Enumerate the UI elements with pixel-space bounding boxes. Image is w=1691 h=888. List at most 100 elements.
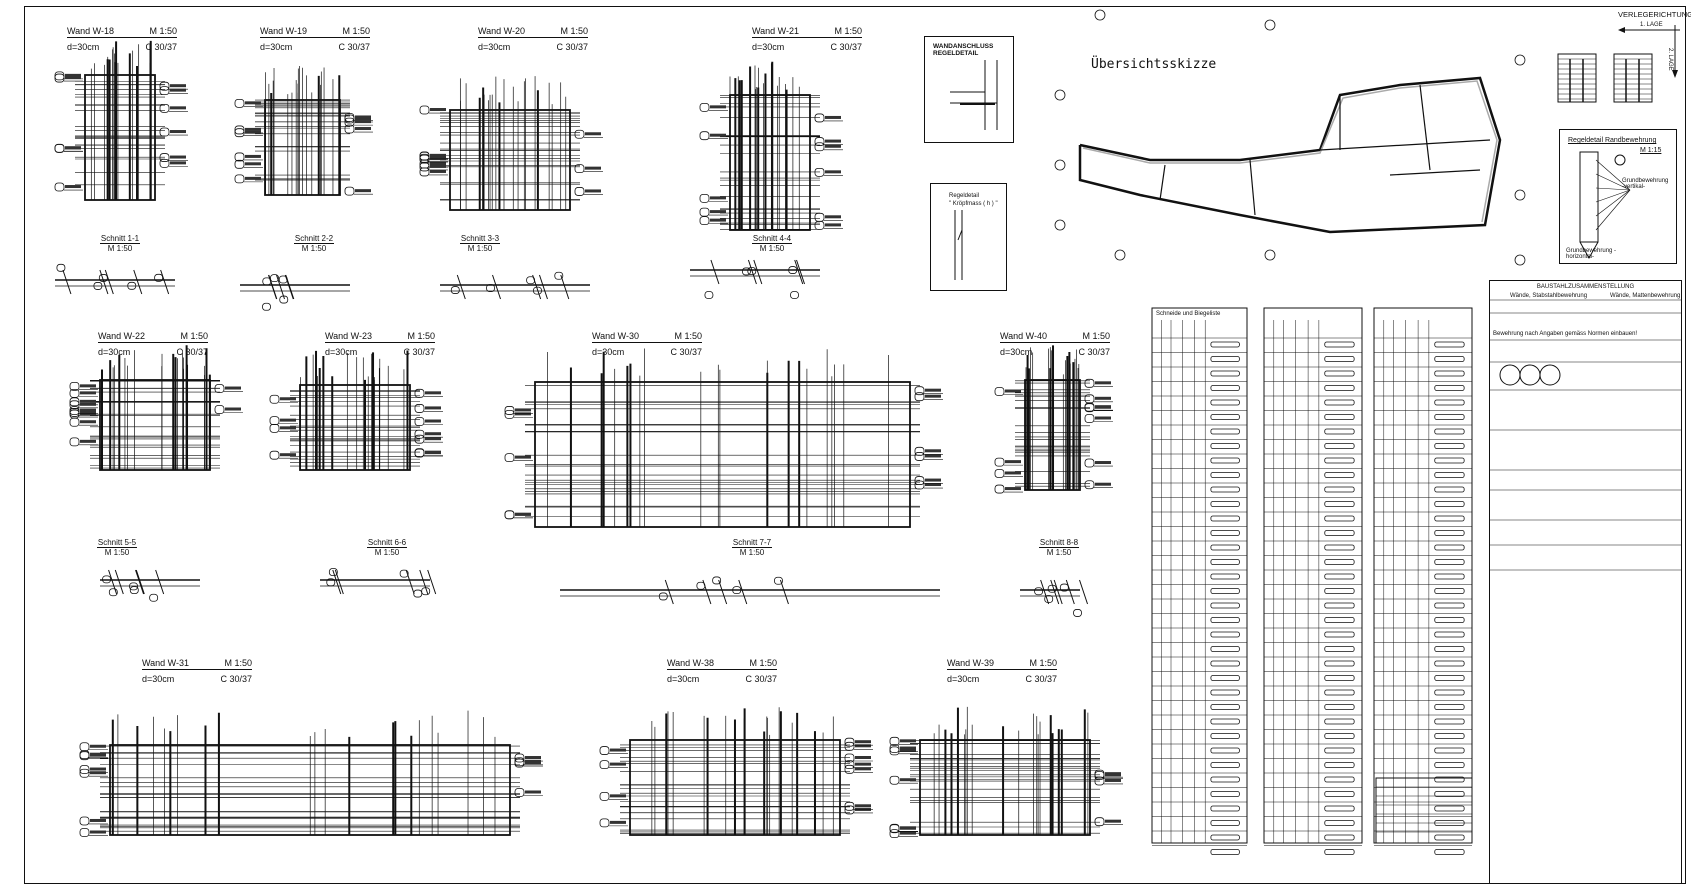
position-marker bbox=[696, 581, 706, 590]
title-block: BAUSTAHLZUSAMMENSTELLUNG Wände, Stabstah… bbox=[1489, 280, 1682, 884]
position-text bbox=[1095, 396, 1111, 400]
section-scale: M 1:50 bbox=[467, 244, 493, 253]
bend-shape bbox=[1324, 631, 1355, 638]
position-text bbox=[170, 130, 186, 134]
position-text bbox=[855, 756, 871, 760]
bend-shape bbox=[1210, 559, 1240, 565]
position-text bbox=[825, 170, 841, 174]
position-marker bbox=[994, 484, 1005, 494]
bend-shape bbox=[1434, 486, 1465, 493]
position-marker bbox=[889, 744, 900, 753]
position-marker bbox=[994, 469, 1005, 478]
position-marker bbox=[234, 174, 245, 184]
bend-shape bbox=[1434, 341, 1465, 348]
position-text bbox=[425, 437, 441, 441]
rebar-line bbox=[779, 579, 789, 605]
position-marker bbox=[994, 387, 1005, 396]
position-marker bbox=[234, 128, 245, 138]
bend-shape bbox=[1434, 791, 1465, 797]
main-vertical-label: Grundbewehrung -vertikal- bbox=[1622, 178, 1669, 190]
position-text bbox=[245, 130, 261, 134]
position-text bbox=[90, 753, 106, 757]
bend-shape bbox=[1324, 457, 1355, 464]
grid-axis-marker bbox=[1094, 9, 1106, 21]
wall-thickness: d=30cm bbox=[478, 42, 511, 52]
position-text bbox=[80, 420, 96, 424]
rebar-line bbox=[702, 579, 712, 605]
position-text bbox=[355, 189, 371, 193]
rebar-line bbox=[1595, 159, 1631, 191]
position-text bbox=[1005, 487, 1021, 491]
position-marker bbox=[269, 416, 280, 426]
position-marker bbox=[159, 158, 170, 168]
position-marker bbox=[159, 81, 170, 91]
rebar-line bbox=[133, 269, 143, 295]
position-marker bbox=[699, 207, 710, 217]
layer2-label: 2. LAGE bbox=[1667, 48, 1673, 71]
wall-outline bbox=[534, 381, 911, 528]
grid-axis-marker bbox=[1264, 19, 1276, 31]
bend-shape bbox=[1324, 486, 1355, 493]
position-text bbox=[925, 454, 941, 458]
bend-shape bbox=[1210, 617, 1240, 623]
bend-shape bbox=[1324, 588, 1355, 594]
position-marker bbox=[108, 588, 118, 597]
wall-concrete: C 30/37 bbox=[670, 347, 702, 357]
wall-thickness: d=30cm bbox=[142, 674, 175, 684]
wall-thickness: d=30cm bbox=[947, 674, 980, 684]
position-marker bbox=[450, 286, 460, 294]
wall-concrete: C 30/37 bbox=[145, 42, 177, 52]
position-marker bbox=[599, 791, 610, 801]
bend-shape bbox=[1210, 472, 1240, 478]
wall-scale: M 1:50 bbox=[342, 26, 370, 36]
position-text bbox=[280, 397, 296, 401]
bend-shape bbox=[1324, 689, 1355, 696]
wall-name: Wand W-38 bbox=[667, 658, 715, 668]
bend-shape bbox=[1434, 834, 1465, 841]
position-text bbox=[170, 88, 186, 92]
position-marker bbox=[554, 271, 564, 280]
rebar-line bbox=[1159, 164, 1166, 201]
section-name: Schnitt 2-2 bbox=[294, 234, 334, 244]
bend-shape bbox=[1324, 356, 1355, 362]
arrow-icon bbox=[1672, 70, 1678, 78]
position-text bbox=[430, 153, 446, 157]
section-name: Schnitt 5-5 bbox=[97, 538, 137, 548]
grid-axis-marker bbox=[1264, 249, 1276, 261]
position-text bbox=[825, 223, 841, 227]
bend-shape bbox=[1324, 718, 1355, 725]
position-marker bbox=[270, 274, 279, 283]
wall-tip bbox=[1579, 241, 1599, 260]
position-marker bbox=[159, 86, 170, 96]
bend-shape bbox=[1324, 428, 1355, 435]
position-text bbox=[1095, 405, 1111, 409]
wall-scale: M 1:50 bbox=[224, 658, 252, 668]
section-name: Schnitt 4-4 bbox=[752, 234, 792, 244]
bend-shape bbox=[1434, 428, 1465, 435]
rebar-line bbox=[135, 569, 145, 595]
position-marker bbox=[79, 751, 90, 761]
wall-name: Wand W-31 bbox=[142, 658, 190, 668]
wall-name: Wand W-20 bbox=[478, 26, 526, 36]
position-marker bbox=[889, 829, 900, 839]
section-name: Schnitt 8-8 bbox=[1039, 538, 1079, 548]
position-text bbox=[280, 426, 296, 430]
wall-concrete: C 30/37 bbox=[220, 674, 252, 684]
position-text bbox=[855, 804, 871, 808]
position-marker bbox=[914, 452, 925, 461]
position-text bbox=[80, 384, 96, 388]
position-marker bbox=[574, 164, 585, 174]
plan-outline bbox=[1078, 76, 1502, 234]
position-text bbox=[515, 408, 531, 412]
position-marker bbox=[814, 142, 825, 152]
position-marker bbox=[54, 143, 65, 153]
wall-concrete: C 30/37 bbox=[830, 42, 862, 52]
edge-detail-box: Regeldetail Randbewehrung M 1:15 Grundbe… bbox=[1559, 129, 1677, 264]
rebar-line bbox=[405, 569, 415, 595]
position-text bbox=[900, 748, 916, 752]
bend-shape bbox=[1210, 849, 1240, 855]
